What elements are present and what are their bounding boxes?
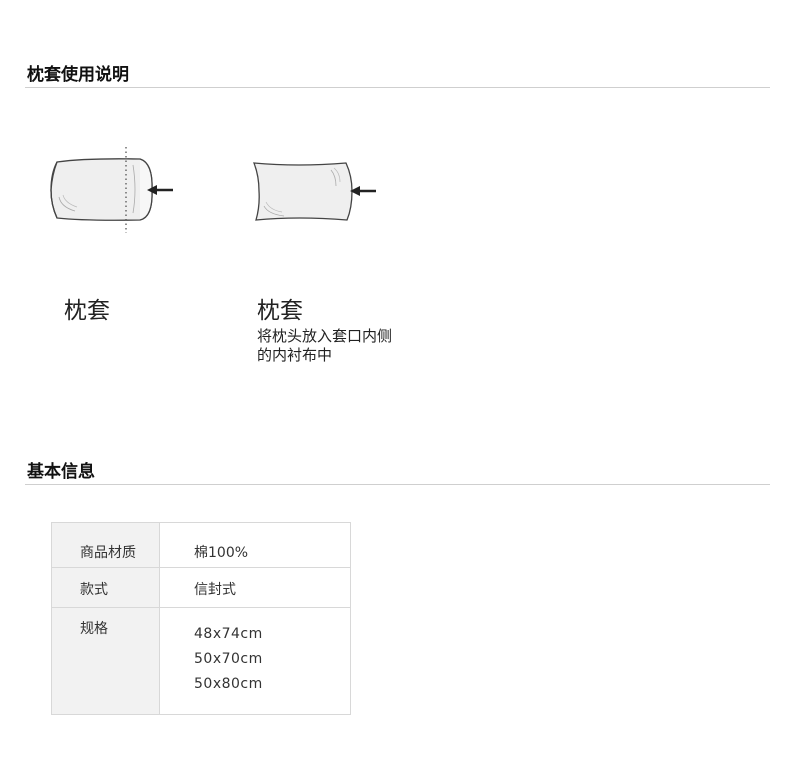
product-info-table: 商品材质 棉100% 款式 信封式 规格 48x74cm 50x70cm 50x…	[51, 522, 351, 715]
illustration-caption: 枕套	[64, 298, 110, 324]
insert-arrow-icon	[350, 186, 376, 196]
info-section-divider	[25, 484, 770, 485]
material-value: 棉100%	[159, 522, 351, 568]
illustration-note-line: 的内衬布中	[257, 346, 333, 364]
material-label: 商品材质	[51, 522, 160, 568]
size-values: 48x74cm 50x70cm 50x80cm	[159, 607, 351, 715]
table-row: 商品材质 棉100%	[51, 522, 351, 568]
size-value: 48x74cm	[194, 626, 263, 642]
illustration-note-line: 将枕头放入套口内侧	[257, 327, 393, 345]
pillow-roll-icon	[50, 147, 173, 233]
style-value: 信封式	[159, 567, 351, 608]
usage-section-title: 枕套使用说明	[27, 65, 129, 85]
size-label: 规格	[51, 607, 160, 715]
usage-section-divider	[25, 87, 770, 88]
table-row: 规格 48x74cm 50x70cm 50x80cm	[51, 607, 351, 715]
insert-arrow-icon	[147, 185, 173, 195]
style-label: 款式	[51, 567, 160, 608]
info-section-title: 基本信息	[27, 462, 95, 482]
size-value: 50x70cm	[194, 651, 263, 667]
illustration-caption: 枕套	[257, 298, 303, 324]
size-value: 50x80cm	[194, 676, 263, 692]
table-row: 款式 信封式	[51, 567, 351, 608]
pillowcase-icon	[253, 162, 376, 221]
